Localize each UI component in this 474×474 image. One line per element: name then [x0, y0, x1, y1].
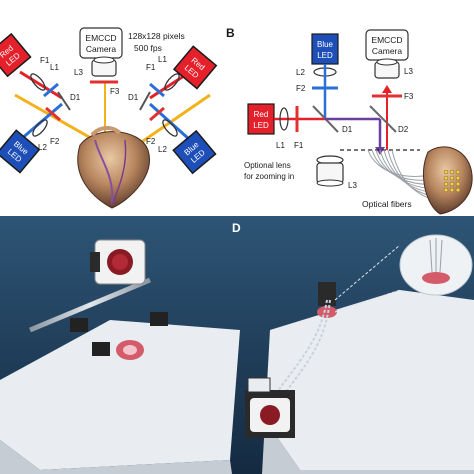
lens-l2-right — [162, 119, 178, 137]
label-l2-right: L2 — [158, 145, 167, 154]
label-l1-right: L1 — [158, 55, 167, 64]
spec-line2: 500 fps — [134, 43, 162, 53]
panel-d-label: D — [232, 221, 241, 235]
arrow-up-b — [382, 85, 392, 93]
label-d2-b: D2 — [398, 125, 409, 134]
lens-l2-left — [32, 119, 48, 137]
blue-led-left: Blue LED — [0, 129, 41, 174]
label-d1-right: D1 — [128, 93, 139, 102]
filter-f1-right — [149, 82, 165, 98]
red-led-left: Red LED — [0, 32, 32, 78]
lens-l1-left — [30, 73, 46, 91]
fiber-holder-d — [318, 282, 336, 306]
dichroic-d1-left — [57, 91, 71, 111]
scene-c — [0, 239, 240, 474]
label-f2-right: F2 — [146, 137, 156, 146]
spec-line1: 128x128 pixels — [128, 31, 185, 41]
label-l1-left: L1 — [50, 63, 59, 72]
red-beam-left — [19, 70, 63, 100]
filter-f2-right — [149, 106, 165, 122]
panel-bottom: D — [0, 216, 474, 474]
panel-top-left: Red LED Blue LED Red LED Blue LED — [0, 27, 218, 209]
label-f1-b: F1 — [294, 141, 304, 150]
camera-rig-d — [245, 377, 295, 438]
red-led-b-line1: Red — [254, 110, 269, 119]
fiber-bundle-d — [274, 299, 331, 401]
heart-preparation-d — [317, 306, 337, 318]
label-l3-b-top: L3 — [404, 67, 413, 76]
optional-lens-b — [316, 155, 344, 187]
panel-b-label: B — [226, 26, 235, 40]
label-f1-left: F1 — [40, 56, 50, 65]
label-f1-right: F1 — [146, 63, 156, 72]
emccd-camera-b: EMCCD Camera — [365, 29, 409, 79]
dichroic-d1-right — [139, 91, 151, 111]
label-f3-a: F3 — [110, 87, 120, 96]
frame-c — [27, 240, 153, 430]
optical-fibers-label: Optical fibers — [362, 199, 412, 209]
heart-illustration-b — [423, 146, 473, 215]
filter-f2-left — [45, 106, 61, 122]
led-arms-c — [70, 312, 168, 356]
label-l3-b-bottom: L3 — [348, 181, 357, 190]
sheet-right — [265, 290, 474, 470]
camera-b-line1: EMCCD — [371, 35, 402, 45]
label-l2-left: L2 — [38, 143, 47, 152]
blue-led-b-line1: Blue — [317, 40, 334, 49]
blue-led-b: Blue LED — [311, 33, 339, 65]
label-d1-left: D1 — [70, 93, 81, 102]
red-led-b: Red LED — [247, 103, 275, 135]
camera-b-line2: Camera — [372, 46, 403, 56]
red-led-right: Red LED — [172, 45, 218, 90]
camera-a-line2: Camera — [86, 44, 117, 54]
label-f3-b: F3 — [404, 92, 414, 101]
filter-f1-left — [43, 82, 59, 98]
camera-a-line1: EMCCD — [85, 33, 116, 43]
label-l2-b: L2 — [296, 68, 305, 77]
red-led-b-line2: LED — [253, 121, 269, 130]
zoom-inset-d — [334, 234, 473, 313]
emccd-camera-a: EMCCD Camera — [79, 27, 123, 84]
lens-l1-b — [279, 107, 289, 131]
optional-lens-line2: for zooming in — [244, 172, 294, 181]
heart-illustration-a — [77, 126, 150, 209]
label-f2-left: F2 — [50, 137, 60, 146]
camera-rig-c — [90, 239, 146, 285]
blue-led-b-line2: LED — [317, 51, 333, 60]
lens-l1-right — [164, 73, 180, 91]
dichroic-d2-b — [369, 105, 397, 133]
panel-b: B Blue LED L2 F2 Red LED L1 F1 D1 — [226, 26, 473, 215]
blue-led-right: Blue LED — [172, 129, 217, 175]
label-l1-b: L1 — [276, 141, 285, 150]
label-f2-b: F2 — [296, 84, 306, 93]
scene-d — [245, 234, 474, 474]
label-d1-b: D1 — [342, 125, 353, 134]
optional-lens-line1: Optional lens — [244, 161, 291, 170]
label-l3-a: L3 — [74, 68, 83, 77]
